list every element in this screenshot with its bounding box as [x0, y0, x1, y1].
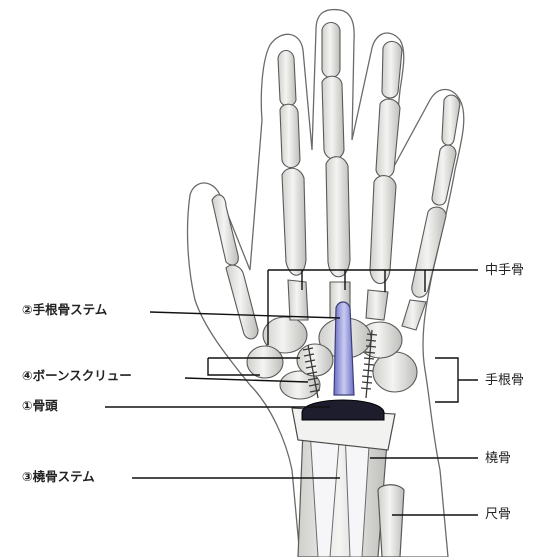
ulna-bone	[378, 485, 404, 557]
label-carpal-stem: ②手根骨ステム	[22, 304, 107, 317]
label-radius-stem: ③橈骨ステム	[22, 471, 95, 484]
label-bone-screw: ④ボーンスクリュー	[22, 370, 132, 383]
bone-head-implant	[302, 400, 384, 420]
label-radius: 橈骨	[485, 452, 511, 465]
label-ulna: 尺骨	[485, 508, 511, 521]
label-bone-head: ①骨頭	[22, 400, 58, 413]
label-carpal: 手根骨	[485, 374, 524, 387]
label-metacarpal: 中手骨	[485, 264, 524, 277]
